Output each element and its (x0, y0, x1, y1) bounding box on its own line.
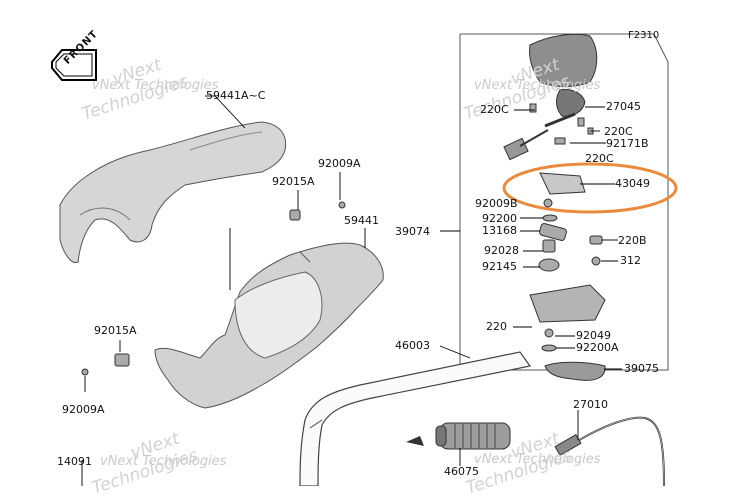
part-label-220C-c: 220C (585, 152, 614, 165)
handlebar-part (299, 351, 532, 486)
watermark-bottom-right-brand: vNext Technologies (474, 452, 601, 467)
part-label-92200: 92200 (482, 212, 517, 225)
part-label-14091: 14091 (57, 455, 92, 468)
highlight-ellipse (502, 162, 678, 214)
part-label-46003: 46003 (395, 339, 430, 352)
part-label-92171B: 92171B (606, 137, 649, 150)
part-label-312: 312 (620, 254, 641, 267)
part-label-13168: 13168 (482, 224, 517, 237)
part-label-27045: 27045 (606, 100, 641, 113)
watermark-bottom-left-brand: vNext Technologies (100, 454, 227, 469)
part-label-92015A-top: 92015A (272, 175, 315, 188)
part-label-92049: 92049 (576, 329, 611, 342)
part-label-220C-a: 220C (480, 103, 509, 116)
switch-housing-part (503, 33, 598, 161)
part-label-27010: 27010 (573, 398, 608, 411)
small-hardware-parts (81, 103, 606, 381)
part-label-92028: 92028 (484, 244, 519, 257)
part-label-59441A-C: 59441A~C (206, 89, 266, 102)
watermark-top-left-brand: vNext Technologies (92, 78, 219, 93)
assembly-bracket (459, 33, 669, 371)
part-label-92009A-bottom: 92009A (62, 403, 105, 416)
part-label-92015A-bottom: 92015A (94, 324, 137, 337)
part-label-220C-b: 220C (604, 125, 633, 138)
parts-diagram (51, 33, 678, 486)
part-label-43049: 43049 (615, 177, 650, 190)
leader-lines (81, 95, 622, 486)
part-label-92009B: 92009B (475, 197, 518, 210)
part-label-39074: 39074 (395, 225, 430, 238)
part-label-39075: 39075 (624, 362, 659, 375)
figure-id: F2310 (628, 30, 660, 41)
part-label-92145: 92145 (482, 260, 517, 273)
watermark-top-right-brand: vNext Technologies (474, 78, 601, 93)
part-label-46075: 46075 (444, 465, 479, 478)
grip-part (406, 422, 511, 450)
part-label-92200A: 92200A (576, 341, 619, 354)
lower-cover-part (154, 242, 384, 409)
part-label-220B: 220B (618, 234, 647, 247)
part-label-220: 220 (486, 320, 507, 333)
front-arrow-icon (51, 49, 97, 81)
upper-cover-part (59, 121, 287, 264)
part-label-59441: 59441 (344, 214, 379, 227)
part-label-92009A-top: 92009A (318, 157, 361, 170)
